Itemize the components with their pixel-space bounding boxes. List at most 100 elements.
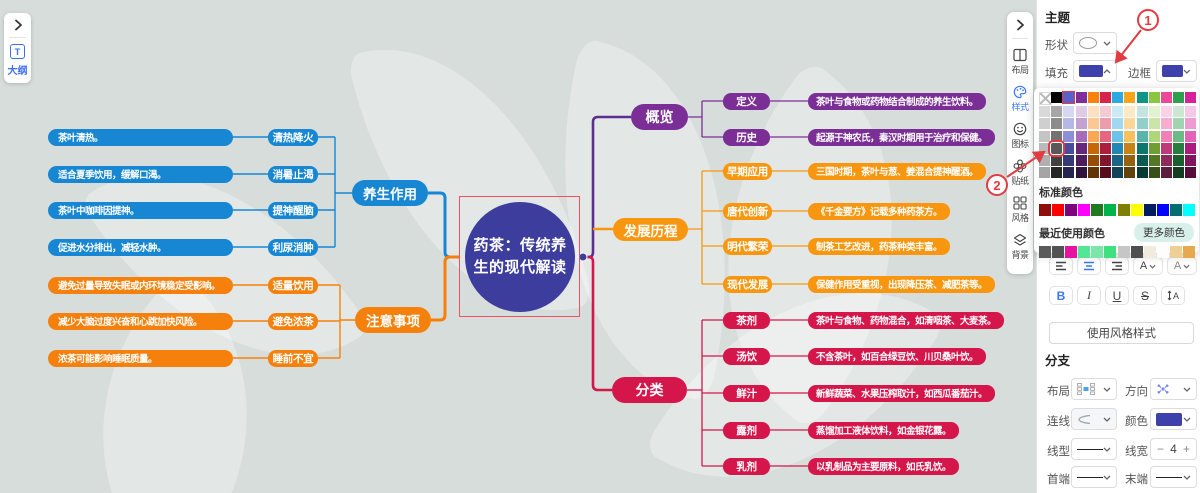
palette-color-cell[interactable]: [1173, 106, 1185, 118]
use-style-button[interactable]: 使用风格样式: [1049, 322, 1194, 344]
subtopic-node[interactable]: 鲜汁: [723, 384, 770, 402]
palette-color-cell[interactable]: [1087, 167, 1099, 179]
palette-color-cell[interactable]: [1136, 154, 1148, 166]
subtopic-node[interactable]: 茶剂: [723, 311, 770, 329]
palette-color-cell[interactable]: [1136, 118, 1148, 130]
palette-color-cell[interactable]: [1112, 92, 1124, 103]
toolbar-item-style[interactable]: 样式: [1011, 85, 1029, 113]
palette-color-cell[interactable]: [1169, 246, 1182, 259]
palette-color-cell[interactable]: [1160, 106, 1172, 118]
palette-color-cell[interactable]: [1183, 246, 1196, 259]
palette-color-cell[interactable]: [1173, 130, 1185, 142]
font-size-select[interactable]: A: [1167, 257, 1197, 275]
palette-color-cell[interactable]: [1130, 204, 1143, 217]
palette-color-cell[interactable]: [1156, 246, 1169, 259]
subtopic-node[interactable]: 睡前不宜: [268, 349, 318, 367]
palette-color-cell[interactable]: [1063, 142, 1075, 154]
palette-color-cell[interactable]: [1087, 130, 1099, 142]
expand-panel-button[interactable]: [12, 19, 24, 31]
subtopic-node[interactable]: 清热降火: [268, 128, 318, 146]
palette-color-cell[interactable]: [1052, 246, 1065, 259]
palette-color-cell[interactable]: [1136, 130, 1148, 142]
palette-color-cell[interactable]: [1185, 142, 1197, 154]
palette-color-cell[interactable]: [1169, 204, 1182, 217]
palette-color-cell[interactable]: [1173, 167, 1185, 179]
palette-color-cell[interactable]: [1160, 154, 1172, 166]
palette-color-cell[interactable]: [1136, 92, 1148, 103]
leaf-node[interactable]: 不含茶叶，如百合绿豆饮、川贝桑叶饮。: [808, 347, 987, 365]
align-center-button[interactable]: [1077, 257, 1101, 275]
palette-color-cell[interactable]: [1063, 130, 1075, 142]
toolbar-item-background[interactable]: 背景: [1011, 233, 1029, 261]
leaf-node[interactable]: 《千金要方》记载多种药茶方。: [808, 202, 951, 220]
palette-color-cell[interactable]: [1112, 130, 1124, 142]
border-color-select[interactable]: [1156, 60, 1197, 82]
toolbar-item-icon[interactable]: 图标: [1011, 122, 1029, 150]
palette-color-cell[interactable]: [1148, 154, 1160, 166]
font-color-select[interactable]: A: [1133, 257, 1163, 275]
palette-color-cell[interactable]: [1148, 106, 1160, 118]
palette-color-cell[interactable]: [1104, 204, 1117, 217]
collapse-panel-button[interactable]: [1014, 19, 1026, 31]
palette-color-cell[interactable]: [1117, 246, 1130, 259]
subtopic-node[interactable]: 现代发展: [723, 275, 772, 293]
topic-node[interactable]: 注意事项: [355, 307, 431, 333]
palette-color-cell[interactable]: [1173, 142, 1185, 154]
palette-color-cell[interactable]: [1148, 118, 1160, 130]
subtopic-node[interactable]: 避免浓茶: [268, 312, 318, 330]
palette-color-cell[interactable]: [1130, 246, 1143, 259]
palette-color-cell[interactable]: [1112, 167, 1124, 179]
leaf-node[interactable]: 适合夏季饮用，缓解口渴。: [48, 165, 233, 183]
palette-color-cell[interactable]: [1062, 91, 1076, 104]
leaf-node[interactable]: 浓茶可能影响睡眠质量。: [48, 349, 233, 367]
subtopic-node[interactable]: 明代繁荣: [723, 237, 772, 255]
palette-color-cell[interactable]: [1099, 92, 1111, 103]
palette-color-cell[interactable]: [1112, 154, 1124, 166]
palette-color-cell[interactable]: [1039, 130, 1050, 142]
palette-color-cell[interactable]: [1075, 92, 1087, 103]
palette-color-cell[interactable]: [1065, 246, 1078, 259]
palette-color-cell[interactable]: [1051, 92, 1063, 103]
palette-color-cell[interactable]: [1124, 130, 1136, 142]
palette-color-cell[interactable]: [1039, 246, 1051, 259]
leaf-node[interactable]: 茶叶与食物、药物混合，如清咽茶、大麦茶。: [808, 311, 1005, 329]
branch-end-select[interactable]: [1150, 466, 1197, 488]
align-right-button[interactable]: [1105, 257, 1129, 275]
branch-linetype-select[interactable]: [1071, 438, 1117, 460]
palette-color-cell[interactable]: [1051, 154, 1063, 166]
strikethrough-button[interactable]: S: [1133, 286, 1157, 305]
topic-node[interactable]: 发展历程: [613, 218, 688, 241]
palette-color-cell[interactable]: [1185, 167, 1197, 179]
branch-direction-select[interactable]: [1150, 378, 1197, 400]
palette-color-cell[interactable]: [1039, 92, 1052, 105]
palette-color-cell[interactable]: [1173, 92, 1185, 103]
palette-color-cell[interactable]: [1051, 118, 1063, 130]
palette-color-cell[interactable]: [1039, 106, 1050, 118]
palette-color-cell[interactable]: [1063, 154, 1075, 166]
plus-button[interactable]: +: [1182, 442, 1190, 456]
palette-color-cell[interactable]: [1185, 154, 1197, 166]
palette-color-cell[interactable]: [1099, 130, 1111, 142]
palette-color-cell[interactable]: [1185, 118, 1197, 130]
palette-color-cell[interactable]: [1039, 118, 1050, 130]
palette-color-cell[interactable]: [1065, 204, 1078, 217]
palette-color-cell[interactable]: [1160, 92, 1172, 103]
leaf-node[interactable]: 茶叶与食物或药物结合制成的养生饮料。: [808, 92, 987, 110]
palette-color-cell[interactable]: [1051, 130, 1063, 142]
palette-color-cell[interactable]: [1091, 204, 1104, 217]
palette-color-cell[interactable]: [1136, 142, 1148, 154]
palette-color-cell[interactable]: [1160, 142, 1172, 154]
palette-color-cell[interactable]: [1173, 118, 1185, 130]
subtopic-node[interactable]: 露剂: [723, 421, 770, 439]
palette-color-cell[interactable]: [1039, 204, 1051, 217]
bold-button[interactable]: B: [1049, 286, 1073, 305]
palette-color-cell[interactable]: [1087, 142, 1099, 154]
palette-color-cell[interactable]: [1039, 142, 1050, 154]
palette-color-cell[interactable]: [1185, 92, 1197, 103]
palette-color-cell[interactable]: [1075, 167, 1087, 179]
palette-color-cell[interactable]: [1063, 118, 1075, 130]
palette-color-cell[interactable]: [1063, 167, 1075, 179]
palette-color-cell[interactable]: [1136, 106, 1148, 118]
palette-color-cell[interactable]: [1148, 142, 1160, 154]
